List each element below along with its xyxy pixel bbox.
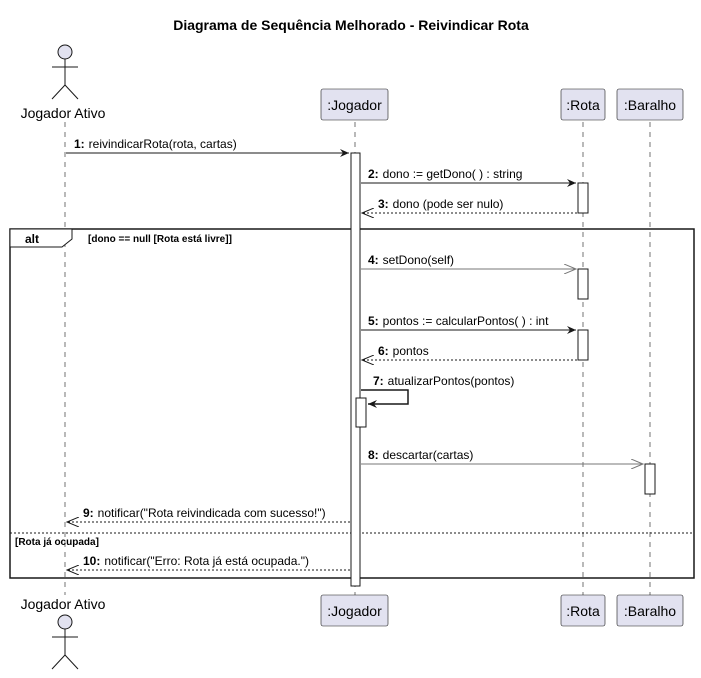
participant-rota-top: :Rota bbox=[560, 88, 606, 121]
else-guard: [Rota já ocupada] bbox=[15, 537, 99, 548]
activations bbox=[350, 152, 656, 587]
participant-rota-bottom: :Rota bbox=[560, 594, 606, 627]
message-10-label: 10:notificar("Erro: Rota já está ocupada… bbox=[83, 554, 309, 568]
message-2-label: 2:dono := getDono( ) : string bbox=[368, 167, 522, 181]
message-7-arrow bbox=[361, 389, 409, 408]
actor-icon bbox=[57, 614, 73, 630]
message-8-label: 8:descartar(cartas) bbox=[368, 448, 473, 462]
svg-text::Baralho: :Baralho bbox=[624, 603, 676, 619]
participant-jogador-top: :Jogador bbox=[320, 88, 389, 121]
actor-jogador-ativo-top bbox=[51, 44, 79, 100]
actor-jogador-ativo-bottom bbox=[51, 614, 79, 670]
message-1-label: 1:reivindicarRota(rota, cartas) bbox=[74, 137, 237, 151]
svg-text::Jogador: :Jogador bbox=[327, 97, 382, 113]
activation-rota-1 bbox=[577, 182, 589, 214]
actor-icon bbox=[57, 44, 73, 60]
svg-text::Jogador: :Jogador bbox=[327, 603, 382, 619]
svg-text::Rota: :Rota bbox=[566, 97, 600, 113]
alt-guard: [dono == null [Rota está livre]] bbox=[88, 234, 232, 245]
participant-jogador-bottom: :Jogador bbox=[320, 594, 389, 627]
activation-jogador-main bbox=[350, 152, 361, 587]
message-5-label: 5:pontos := calcularPontos( ) : int bbox=[368, 314, 549, 328]
diagram-title: Diagrama de Sequência Melhorado - Reivin… bbox=[173, 17, 529, 33]
actor-label-bottom: Jogador Ativo bbox=[21, 596, 106, 612]
message-9-label: 9:notificar("Rota reivindicada com suces… bbox=[83, 506, 326, 520]
activation-jogador-self bbox=[355, 397, 367, 428]
participant-baralho-top: :Baralho bbox=[616, 88, 684, 121]
alt-operator: alt bbox=[25, 232, 39, 246]
message-4-label: 4:setDono(self) bbox=[368, 253, 454, 267]
activation-baralho bbox=[644, 463, 656, 495]
activation-rota-3 bbox=[577, 329, 589, 361]
message-3-label: 3:dono (pode ser nulo) bbox=[378, 197, 503, 211]
actor-label-top: Jogador Ativo bbox=[21, 105, 106, 121]
message-6-label: 6:pontos bbox=[378, 344, 429, 358]
message-7-label: 7:atualizarPontos(pontos) bbox=[373, 374, 514, 388]
svg-text::Rota: :Rota bbox=[566, 603, 600, 619]
participant-baralho-bottom: :Baralho bbox=[616, 594, 684, 627]
activation-rota-2 bbox=[577, 268, 589, 300]
messages: 1:reivindicarRota(rota, cartas) 2:dono :… bbox=[66, 137, 643, 570]
svg-text::Baralho: :Baralho bbox=[624, 97, 676, 113]
